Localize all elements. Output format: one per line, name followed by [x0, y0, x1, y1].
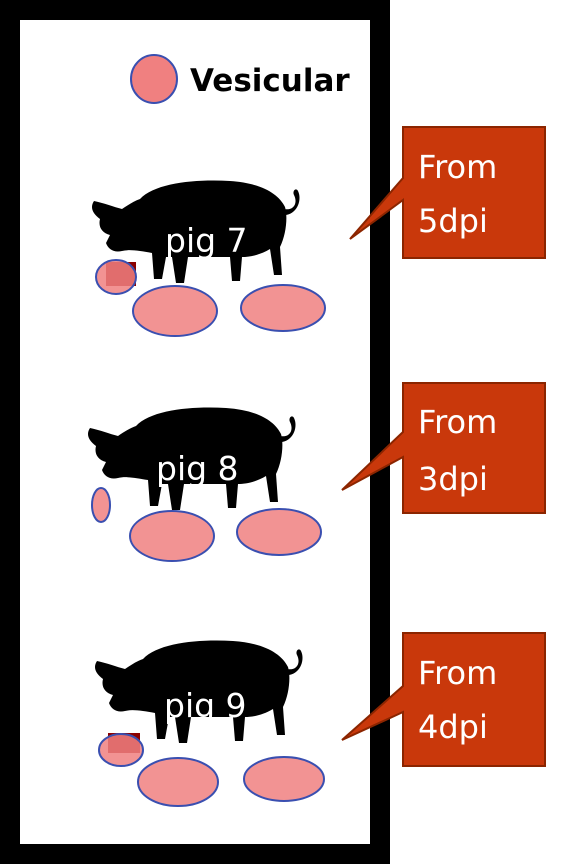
pig-9-front-foot-lesion [137, 757, 219, 807]
pig-group-9: pig 9 [95, 640, 325, 807]
pig-9-label: pig 9 [164, 686, 247, 725]
callout-pig-9-line1: From [418, 654, 497, 692]
pig-9-hind-foot-lesion [243, 756, 325, 802]
pig-8-snout-lesion [91, 487, 111, 523]
callout-pig-9-line2: 4dpi [418, 708, 488, 746]
callout-pig-7: From 5dpi [349, 126, 546, 259]
frame-border [0, 0, 390, 864]
pig-8-label: pig 8 [156, 449, 239, 488]
callout-pig-7-line2: 5dpi [418, 202, 488, 240]
pig-group-7: pig 7 [92, 180, 326, 337]
pig-9-snout-lesion [98, 733, 144, 767]
pig-7-front-foot-lesion [132, 285, 218, 337]
pig-8-hind-foot-lesion [236, 508, 322, 556]
pig-7-hind-foot-lesion [240, 284, 326, 332]
callout-pig-7-line1: From [418, 148, 497, 186]
pig-7-snout-lesion [95, 259, 137, 295]
callout-pig-8-line1: From [418, 403, 497, 441]
callout-pig-8-line2: 3dpi [418, 460, 488, 498]
callout-pig-8: From 3dpi [341, 382, 546, 514]
legend: Vesicular [130, 54, 350, 104]
pig-group-8: pig 8 [88, 407, 322, 562]
pig-8-front-foot-lesion [129, 510, 215, 562]
legend-label: Vesicular [190, 63, 350, 99]
pig-7-label: pig 7 [165, 221, 248, 260]
callout-pig-9: From 4dpi [341, 632, 546, 767]
legend-swatch [130, 54, 178, 104]
